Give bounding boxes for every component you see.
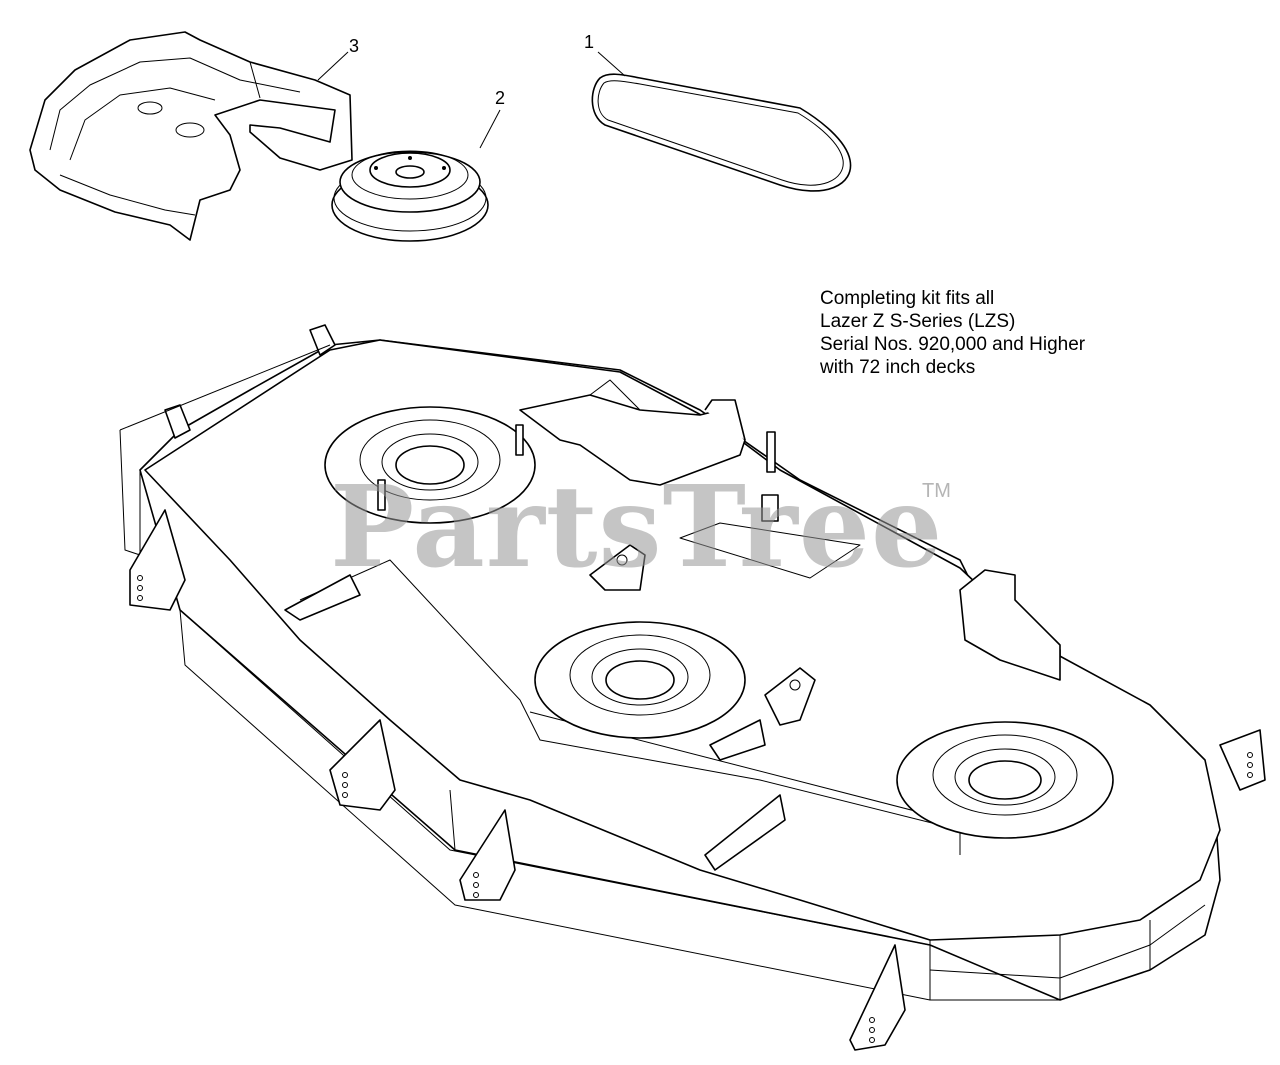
partstree-watermark: PartsTree (330, 462, 944, 593)
belt-cover-part (29, 31, 353, 241)
note-line: Completing kit fits all (820, 288, 995, 309)
mower-deck (119, 324, 1266, 1051)
leader-line-3 (317, 51, 349, 81)
pulley-part (331, 150, 489, 242)
belt-part (591, 73, 852, 192)
note-line: with 72 inch decks (820, 357, 976, 378)
note-line: Serial Nos. 920,000 and Higher (820, 334, 1086, 355)
note-line: Lazer Z S-Series (LZS) (820, 311, 1016, 332)
kit-compatibility-note: Completing kit fits all Lazer Z S-Series… (820, 287, 1085, 379)
callout-number-3: 3 (349, 36, 360, 56)
leader-line-2 (479, 109, 501, 149)
callout-number-2: 2 (495, 88, 506, 108)
callout-number-1: 1 (584, 32, 595, 52)
trademark-mark: TM (922, 480, 951, 502)
leader-line-1 (597, 51, 626, 77)
